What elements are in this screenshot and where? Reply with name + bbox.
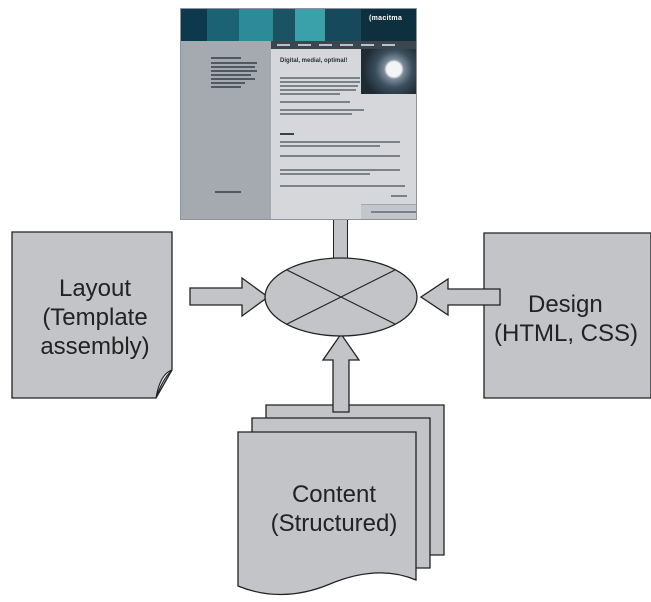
- more-link: [391, 195, 407, 197]
- news-item: [280, 185, 405, 187]
- sidebar-text: [211, 74, 251, 76]
- design-document: [483, 232, 651, 399]
- nav-item: [382, 44, 395, 46]
- body-text: [280, 93, 340, 95]
- body-text: [280, 109, 364, 111]
- body-text: [280, 77, 360, 79]
- body-text: [280, 101, 350, 103]
- header-band: [295, 9, 325, 41]
- design-arrow: [419, 277, 501, 317]
- content-label-line: Content: [291, 481, 377, 508]
- header-band: [239, 9, 273, 41]
- body-text: [280, 89, 356, 91]
- header-band: [181, 9, 207, 41]
- design-label: Design (HTML, CSS): [490, 290, 650, 348]
- section-title: [280, 133, 294, 135]
- content-label-line: (Structured): [270, 510, 398, 537]
- sidebar-text: [211, 62, 257, 64]
- design-label-line: Design: [528, 291, 603, 318]
- content-label: Content (Structured): [244, 480, 424, 538]
- sidebar-text: [211, 57, 241, 59]
- sidebar-text: [211, 70, 257, 72]
- body-text: [280, 113, 352, 115]
- layout-label: Layout (Template assembly): [28, 274, 162, 361]
- website-content: Digital, medial, optimal!: [271, 49, 416, 219]
- header-band: [207, 9, 239, 41]
- sidebar-text: [215, 191, 241, 193]
- news-item: [280, 169, 400, 171]
- layout-label-line: (Template: [42, 304, 148, 331]
- website-photo: [361, 49, 416, 94]
- layout-document-fold: [155, 369, 173, 399]
- website-logo: (macitma: [369, 15, 403, 22]
- nav-item: [277, 44, 290, 46]
- sidebar-text: [211, 82, 245, 84]
- design-label-line: (HTML, CSS): [494, 320, 638, 347]
- hub-node: [264, 257, 418, 337]
- body-text: [280, 81, 360, 83]
- layout-document: [11, 231, 173, 399]
- body-text: [280, 85, 358, 87]
- nav-item: [340, 44, 353, 46]
- footer-text: [371, 211, 416, 213]
- content-arrow: [321, 332, 361, 413]
- content-document-front: [237, 431, 417, 596]
- news-item: [280, 155, 400, 157]
- news-item: [280, 141, 400, 143]
- sidebar-text: [211, 66, 255, 68]
- sidebar-text: [211, 78, 255, 80]
- news-item: [280, 173, 370, 175]
- website-sidebar: [181, 41, 271, 219]
- sidebar-text: [211, 86, 241, 88]
- header-band: [361, 9, 416, 41]
- layout-label-line: Layout: [58, 275, 132, 302]
- website-nav: [271, 41, 416, 49]
- header-band: [273, 9, 295, 41]
- nav-item: [361, 44, 374, 46]
- layout-arrow: [189, 276, 270, 318]
- website-preview: (macitma Digital, medial, optimal!: [180, 8, 417, 220]
- header-band: [325, 9, 361, 41]
- website-footer: [361, 204, 416, 219]
- website-headline: Digital, medial, optimal!: [280, 58, 348, 64]
- nav-item: [319, 44, 332, 46]
- news-item: [280, 145, 380, 147]
- nav-item: [298, 44, 311, 46]
- layout-label-line: assembly): [40, 333, 150, 360]
